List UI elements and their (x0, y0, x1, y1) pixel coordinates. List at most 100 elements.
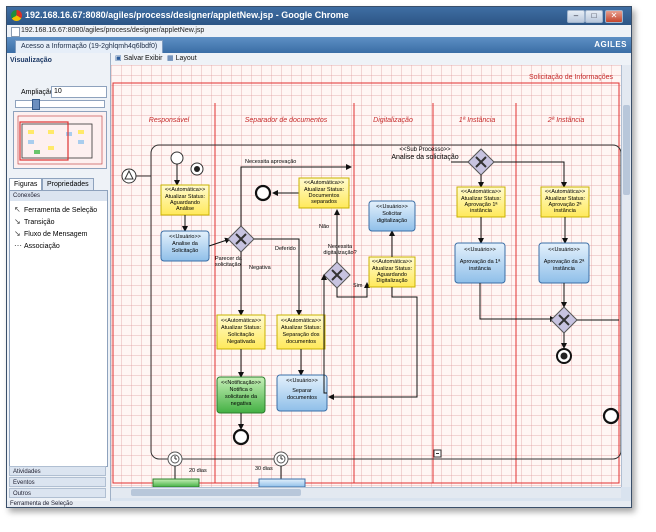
diagram-canvas[interactable]: Solicitação de Informações Responsável S… (111, 65, 621, 487)
horizontal-scrollbar-thumb[interactable] (131, 489, 301, 496)
timer-event-30-dias[interactable] (273, 451, 289, 467)
label-parecer: solicitação (215, 262, 241, 268)
task-stereotype: <<Automática>> (304, 180, 344, 186)
dotted-line-icon: ⋯ (14, 241, 22, 250)
task-stereotype: <<Automática>> (545, 189, 585, 195)
task-atualizar-status-separacao-documentos[interactable] (276, 314, 326, 350)
chrome-icon (11, 10, 22, 21)
end-event[interactable] (254, 184, 272, 202)
bpmn-diagram[interactable]: Solicitação de Informações Responsável S… (111, 65, 621, 487)
lane-digitalizacao: Digitalização (373, 117, 413, 124)
vertical-scrollbar[interactable] (621, 65, 631, 487)
accordion-outros[interactable]: Outros (9, 488, 106, 498)
view-button[interactable]: Exibir (145, 54, 163, 64)
task-line: documentos (286, 339, 316, 345)
lane-separador: Separador de documentos (245, 117, 328, 124)
accordion-eventos[interactable]: Eventos (9, 477, 106, 487)
tab-figuras[interactable]: Figuras (9, 178, 43, 190)
task-line: separados (311, 199, 337, 205)
task-line: Atualizar Status: (221, 325, 262, 331)
task-line: Solicitação (172, 248, 199, 254)
connector (479, 283, 556, 322)
subprocess-start-event[interactable] (170, 151, 184, 165)
zoom-slider-knob[interactable] (32, 99, 40, 110)
task-stereotype: <<Automática>> (281, 318, 321, 324)
task-usuario-partial[interactable] (258, 478, 306, 487)
vertical-scrollbar-thumb[interactable] (623, 105, 630, 195)
task-line: instância (553, 266, 576, 272)
lane-segunda-instancia: 2ª Instância (547, 117, 585, 124)
title-bar: 192.168.16.67:8080/agiles/process/design… (7, 7, 631, 25)
view-label: Exibir (145, 55, 163, 62)
end-event[interactable] (602, 407, 620, 425)
task-line: Solicitação (228, 332, 255, 338)
task-line: Atualizar Status: (461, 196, 502, 202)
timer-event-20-dias[interactable] (167, 451, 183, 467)
layout-label: Layout (175, 55, 197, 62)
connector (328, 287, 418, 400)
maximize-button[interactable]: □ (585, 10, 603, 23)
palette-item-label: Fluxo de Mensagem (24, 231, 88, 238)
gateway-necessita-digitalizacao[interactable] (323, 261, 351, 289)
task-atualizar-status-aguardando-analise[interactable] (160, 184, 210, 216)
diagram-minimap[interactable] (13, 111, 107, 169)
horizontal-scrollbar[interactable] (111, 487, 621, 498)
task-atualizar-status-aprovacao-2[interactable] (540, 186, 590, 218)
save-button[interactable]: ▣Salvar (115, 54, 143, 64)
pool-title: Solicitação de Informações (529, 74, 614, 81)
gateway-parecer[interactable] (227, 225, 255, 253)
task-line: instância (469, 266, 492, 272)
zoom-slider[interactable] (15, 99, 105, 110)
task-notificacao-partial[interactable] (152, 478, 200, 487)
ampliacao-input[interactable]: 10 (51, 86, 107, 98)
palette-item-associacao[interactable]: ⋯Associação (14, 240, 60, 251)
task-line: Atualizar Status: (165, 194, 206, 200)
task-stereotype: <<Usuário>> (286, 378, 318, 384)
task-line: Digitalização (376, 278, 407, 284)
message-icon (194, 166, 200, 172)
label-necessita-digitalizacao: digitalização? (323, 250, 356, 256)
layout-button[interactable]: ▦Layout (167, 54, 197, 64)
task-line: Negativada (227, 339, 256, 345)
gateway-aprovacao[interactable] (467, 148, 495, 176)
task-atualizar-status-aguardando-digitalizacao[interactable] (368, 256, 416, 288)
task-solicitar-digitalizacao[interactable] (368, 200, 416, 232)
accordion-atividades[interactable]: Atividades (9, 466, 106, 476)
task-atualizar-status-documentos-separados[interactable] (298, 177, 350, 209)
task-stereotype: <<Automática>> (221, 318, 261, 324)
connector-necessita-aprovacao (240, 164, 352, 226)
task-line: instância (470, 208, 493, 214)
url-text[interactable]: 192.168.16.67:8080/agiles/process/design… (21, 27, 205, 34)
task-line: Aprovação da 2ª (544, 258, 586, 265)
palette-item-fluxo-mensagem[interactable]: ↘Fluxo de Mensagem (14, 228, 87, 239)
label-timer-20: 20 dias (189, 468, 207, 474)
connector (494, 161, 567, 188)
palette-item-transicao[interactable]: ↘Transição (14, 216, 54, 227)
save-icon: ▣ (115, 55, 122, 62)
palette-group-conexoes[interactable]: Conexões (10, 191, 107, 201)
palette-item-label: Ferramenta de Seleção (24, 207, 98, 214)
dashed-arrow-icon: ↘ (14, 229, 21, 238)
palette-item-selecao[interactable]: ↖Ferramenta de Seleção (14, 204, 97, 215)
label-parecer: Parecer da (215, 256, 243, 262)
gateway-join[interactable] (550, 306, 578, 334)
end-event[interactable] (232, 428, 250, 446)
pool (112, 82, 620, 484)
label-timer-30: 30 dias (255, 466, 273, 472)
task-line: Documentos (309, 193, 340, 199)
process-tab[interactable]: Acesso a Informação (19-2ghlqmh4q6lbdf0) (15, 40, 164, 53)
subprocess-box[interactable] (150, 144, 621, 460)
close-button[interactable]: ✕ (605, 10, 623, 23)
palette-list: Conexões ↖Ferramenta de Seleção ↘Transiç… (9, 190, 108, 467)
task-atualizar-status-aprovacao-1[interactable] (456, 186, 506, 218)
tab-propriedades[interactable]: Propriedades (42, 178, 94, 190)
task-line: Aprovação 1ª (465, 201, 499, 208)
agiles-logo: AGILES (594, 40, 627, 49)
message-icon (560, 352, 568, 360)
task-atualizar-status-solicitacao-negativada[interactable] (216, 314, 266, 350)
minimize-button[interactable]: – (567, 10, 585, 23)
task-line: Atualizar Status: (545, 196, 586, 202)
label-necessita-digitalizacao: Necessita (328, 244, 353, 250)
minimap-svg (17, 115, 103, 165)
connector-sim (336, 282, 370, 298)
